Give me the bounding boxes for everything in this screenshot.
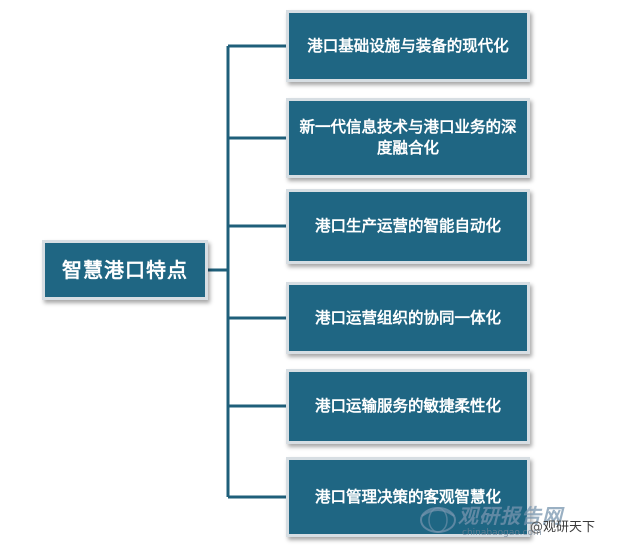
branch-node-2: 新一代信息技术与港口业务的深度融合化: [286, 98, 530, 178]
branch-node-1: 港口基础设施与装备的现代化: [286, 10, 530, 82]
root-node-label: 智慧港口特点: [62, 257, 188, 282]
branch-node-6: 港口管理决策的客观智慧化: [286, 457, 530, 537]
branch-node-label: 港口管理决策的客观智慧化: [314, 487, 501, 506]
branch-node-label: 港口基础设施与装备的现代化: [307, 36, 509, 55]
branch-node-label: 港口运营组织的协同一体化: [314, 308, 501, 327]
branch-node-3: 港口生产运营的智能自动化: [286, 189, 530, 264]
root-node: 智慧港口特点: [42, 240, 208, 300]
branch-node-label: 港口生产运营的智能自动化: [314, 217, 501, 236]
branch-node-4: 港口运营组织的协同一体化: [286, 282, 530, 354]
branch-node-label: 新一代信息技术与港口业务的深度融合化: [299, 118, 517, 157]
branch-node-label: 港口运输服务的敏捷柔性化: [314, 397, 501, 416]
branch-node-5: 港口运输服务的敏捷柔性化: [286, 369, 530, 444]
